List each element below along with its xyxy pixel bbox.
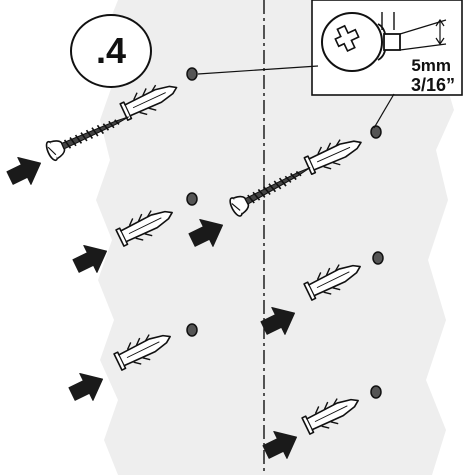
wall-surface [96,0,462,475]
callout-leader [373,93,395,129]
drill-hole-icon [186,323,198,337]
size-metric-label: 5mm [411,56,451,75]
push-arrow-icon [2,149,48,192]
step-number-badge: .4 [70,14,152,88]
size-imperial-label: 3/16” [410,75,455,95]
step-number: .4 [95,30,127,71]
drill-hole-icon [370,385,382,399]
callout-leader [197,65,319,75]
drill-hole-icon [370,125,382,139]
drill-hole-icon [186,192,198,206]
push-arrow-icon [64,365,110,408]
screw-head-detail-icon [321,12,401,72]
drill-hole-icon [186,67,198,81]
drill-hole-icon [372,251,384,265]
